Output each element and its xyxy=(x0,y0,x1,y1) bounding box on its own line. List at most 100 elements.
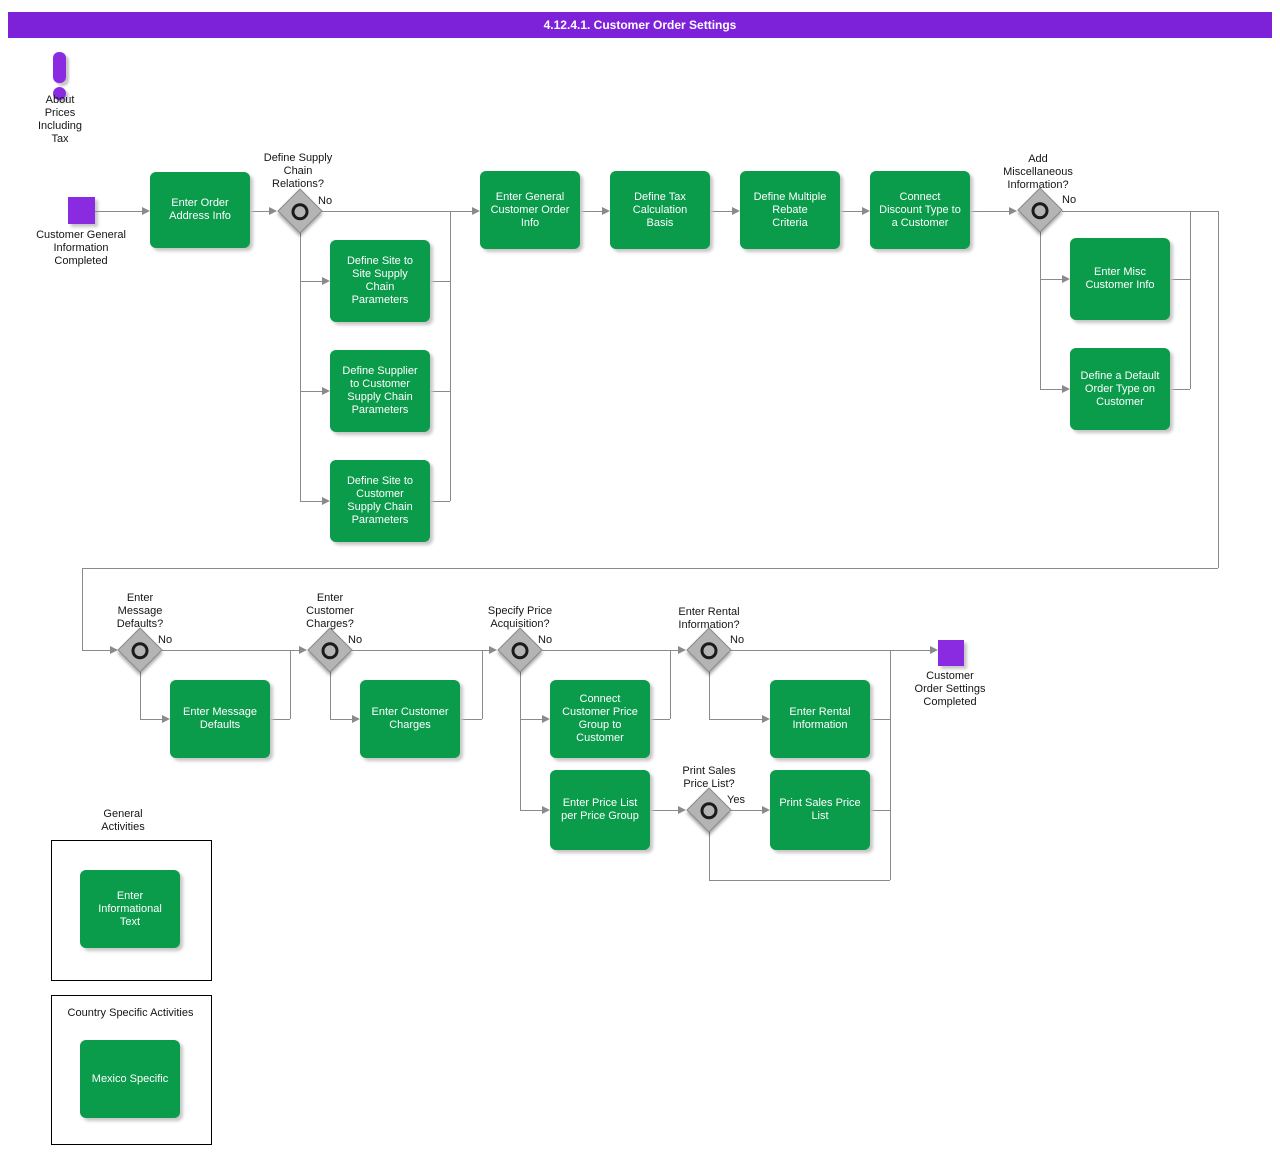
gateway-icon xyxy=(507,637,533,663)
group-label-country-specific-activities: Country Specific Activities xyxy=(67,1007,194,1019)
connector xyxy=(352,650,489,651)
start-event xyxy=(68,197,95,224)
connector xyxy=(300,232,301,501)
connector xyxy=(709,671,710,719)
connector xyxy=(1190,211,1191,389)
activity-define-tax-calculation-basis[interactable]: Define Tax Calculation Basis xyxy=(610,171,710,249)
arrowhead xyxy=(862,207,870,215)
arrowhead xyxy=(1062,385,1070,393)
connector xyxy=(580,211,602,212)
exclamation-icon xyxy=(53,52,66,83)
arrowhead xyxy=(352,715,360,723)
activity-enter-rental-information[interactable]: Enter Rental Information xyxy=(770,680,870,758)
connector xyxy=(1040,279,1062,280)
arrowhead xyxy=(930,646,938,654)
arrowhead xyxy=(762,806,770,814)
arrowhead xyxy=(602,207,610,215)
connector xyxy=(140,671,141,719)
end-event xyxy=(938,640,964,666)
decision-label: Enter Rental Information? xyxy=(678,606,740,631)
decision-label: Add Miscellaneous Information? xyxy=(1003,153,1073,191)
connector xyxy=(82,568,83,650)
activity-enter-misc-customer-info[interactable]: Enter Misc Customer Info xyxy=(1070,238,1170,320)
connector xyxy=(520,719,542,720)
branch-label: No xyxy=(158,634,173,646)
arrowhead xyxy=(489,646,497,654)
activity-connect-discount-type-to-a-customer[interactable]: Connect Discount Type to a Customer xyxy=(870,171,970,249)
connector xyxy=(870,719,890,720)
decision-label: Specify Price Acquisition? xyxy=(487,605,553,630)
decision-label: Print Sales Price List? xyxy=(682,765,736,790)
connector xyxy=(250,211,270,212)
activity-print-sales-price-list[interactable]: Print Sales Price List xyxy=(770,770,870,850)
arrowhead xyxy=(322,497,330,505)
activity-enter-general-customer-order-info[interactable]: Enter General Customer Order Info xyxy=(480,171,580,249)
arrowhead xyxy=(162,715,170,723)
connector xyxy=(709,719,762,720)
arrowhead xyxy=(542,806,550,814)
connector xyxy=(890,650,891,880)
arrowhead xyxy=(732,207,740,215)
connector xyxy=(1170,389,1190,390)
gateway-icon xyxy=(287,198,313,224)
activity-define-a-default-order-type-on-customer[interactable]: Define a Default Order Type on Customer xyxy=(1070,348,1170,430)
decision-print-sales-price-list xyxy=(686,787,732,833)
decision-enter-message-defaults xyxy=(117,627,163,673)
activity-define-site-to-customer-supply-chain-parameters[interactable]: Define Site to Customer Supply Chain Par… xyxy=(330,460,430,542)
activity-enter-order-address-info[interactable]: Enter Order Address Info xyxy=(150,172,250,248)
gateway-icon xyxy=(317,637,343,663)
connector xyxy=(290,650,291,719)
connector xyxy=(300,391,322,392)
connector xyxy=(520,810,542,811)
decision-specify-price-acquisition xyxy=(497,627,543,673)
arrowhead xyxy=(472,207,480,215)
gateway-icon xyxy=(696,637,722,663)
connector xyxy=(482,650,483,719)
activity-enter-informational-text[interactable]: Enter Informational Text xyxy=(80,870,180,948)
activity-connect-customer-price-group-to-customer[interactable]: Connect Customer Price Group to Customer xyxy=(550,680,650,758)
connector xyxy=(650,719,670,720)
arrowhead xyxy=(322,277,330,285)
page-title: 4.12.4.1. Customer Order Settings xyxy=(8,12,1272,38)
connector xyxy=(542,650,678,651)
connector xyxy=(709,832,710,880)
connector xyxy=(650,810,678,811)
activity-mexico-specific[interactable]: Mexico Specific xyxy=(80,1040,180,1118)
connector xyxy=(1040,231,1041,389)
end-event-label: Customer Order Settings Completed xyxy=(914,670,986,708)
connector xyxy=(140,719,162,720)
activity-enter-customer-charges[interactable]: Enter Customer Charges xyxy=(360,680,460,758)
arrowhead xyxy=(269,207,277,215)
arrowhead xyxy=(762,715,770,723)
connector xyxy=(1218,211,1219,568)
connector xyxy=(330,719,352,720)
connector xyxy=(670,650,671,719)
connector xyxy=(300,281,322,282)
branch-label: No xyxy=(1062,194,1077,206)
decision-enter-customer-charges xyxy=(307,627,353,673)
activity-enter-message-defaults[interactable]: Enter Message Defaults xyxy=(170,680,270,758)
activity-enter-price-list-per-price-group[interactable]: Enter Price List per Price Group xyxy=(550,770,650,850)
connector xyxy=(430,281,450,282)
decision-add-miscellaneous-information xyxy=(1017,187,1063,233)
activity-define-multiple-rebate-criteria[interactable]: Define Multiple Rebate Criteria xyxy=(740,171,840,249)
exclamation-icon-dot xyxy=(53,87,66,100)
connector xyxy=(731,650,930,651)
connector xyxy=(870,810,890,811)
start-event-label: Customer General Information Completed xyxy=(36,229,126,267)
group-label-general-activities: General Activities xyxy=(101,808,145,833)
branch-label: Yes xyxy=(727,794,745,806)
activity-define-supplier-to-customer-supply-chain-parameters[interactable]: Define Supplier to Customer Supply Chain… xyxy=(330,350,430,432)
connector xyxy=(270,719,290,720)
connector xyxy=(970,211,1009,212)
branch-label: No xyxy=(318,195,333,207)
connector xyxy=(840,211,862,212)
decision-label: Enter Message Defaults? xyxy=(116,592,164,630)
connector xyxy=(322,211,472,212)
decision-define-supply-chain-relations xyxy=(277,188,323,234)
decision-enter-rental-information xyxy=(686,627,732,673)
activity-define-site-to-site-supply-chain-parameters[interactable]: Define Site to Site Supply Chain Paramet… xyxy=(330,240,430,322)
connector xyxy=(1062,211,1218,212)
arrowhead xyxy=(110,646,118,654)
